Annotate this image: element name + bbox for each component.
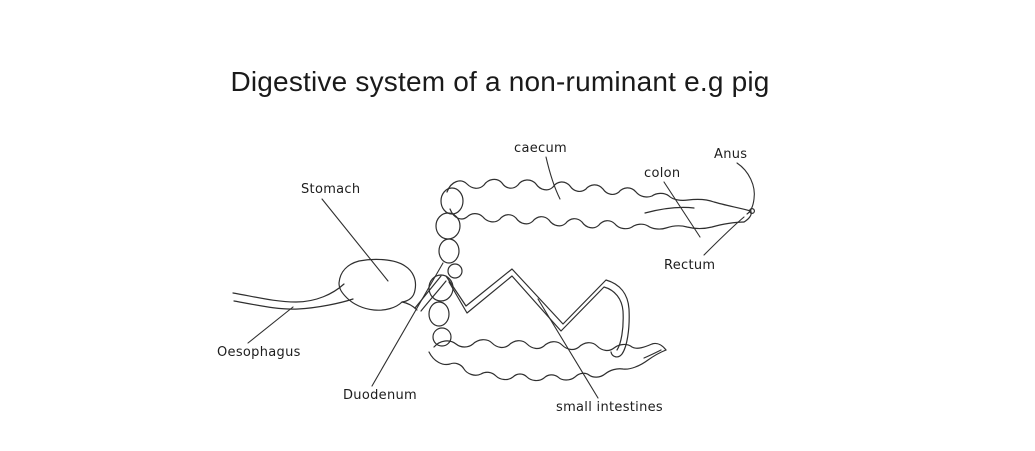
label-anus: Anus	[714, 147, 747, 162]
rectum-leader-line	[703, 216, 745, 256]
caecum-blob	[447, 263, 463, 279]
stomach-shape	[338, 258, 417, 311]
caecum-blob	[428, 301, 450, 327]
small-intestine-line-b	[448, 275, 624, 351]
oesophagus-upper-line	[232, 283, 345, 303]
colon-lower-edge	[449, 208, 745, 230]
label-small-intestines: small intestines	[556, 400, 663, 415]
oesophagus-leader-line	[247, 306, 294, 344]
caecum-chain	[428, 187, 464, 347]
duodenum-line-b	[420, 280, 447, 312]
lower-tube-tip-notch	[643, 349, 662, 359]
diagram-title: Digestive system of a non-ruminant e.g p…	[230, 66, 769, 97]
label-rectum: Rectum	[664, 258, 715, 273]
duodenum-leader-line	[371, 262, 444, 387]
small-intestine-line-a	[445, 268, 630, 358]
label-oesophagus: Oesophagus	[217, 345, 301, 360]
caecum-leader-line	[545, 156, 561, 200]
label-caecum: caecum	[514, 141, 567, 156]
colon-upper-edge	[446, 178, 752, 212]
leader-lines	[247, 156, 755, 399]
caecum-blob	[432, 327, 452, 347]
colon-leader-line	[663, 181, 701, 238]
duodenum-line-a	[414, 275, 442, 309]
stomach-pylorus-line	[401, 301, 418, 311]
oesophagus-lower-line	[233, 298, 354, 310]
small-intestines-leader-line	[537, 298, 599, 399]
duodenum-tube	[414, 275, 447, 312]
lower-tube-lower-edge	[428, 349, 667, 382]
label-stomach: Stomach	[301, 182, 360, 197]
caecum-blob	[438, 238, 460, 264]
caecum-blob	[440, 187, 464, 215]
oesophagus-tube	[232, 283, 354, 310]
rectum-inner-line	[644, 206, 695, 214]
lower-tube-upper-edge	[433, 339, 667, 352]
colon-tube	[446, 178, 755, 230]
anus-leader-line	[736, 162, 755, 215]
label-colon: colon	[644, 166, 680, 181]
lower-intestine-tube	[428, 339, 667, 382]
stomach-leader-line	[321, 198, 389, 282]
label-duodenum: Duodenum	[343, 388, 417, 403]
small-intestine-zigzag	[445, 268, 630, 358]
